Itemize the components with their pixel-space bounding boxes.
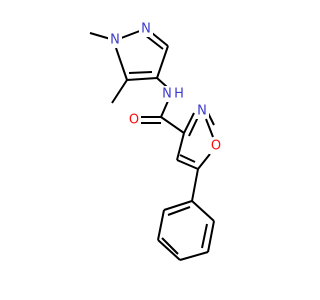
pyrazole-n2-label: N <box>141 22 151 37</box>
pyrazole-n1-label: N <box>110 33 120 48</box>
bond-c5-c4-double <box>179 154 196 163</box>
bond-amide-n-carbonyl-c <box>160 100 169 118</box>
bond-c5-c4 <box>176 159 199 170</box>
bond-ph-1-2 <box>191 200 215 222</box>
carbonyl-o-label: O <box>129 113 139 128</box>
isoxazole-n-bg <box>195 103 209 119</box>
bond-layer <box>89 28 215 261</box>
bond-n2-c3-double <box>144 34 164 50</box>
bond-o-c5 <box>197 153 211 170</box>
bond-ph-3-4 <box>179 251 209 261</box>
pyrazole-n2-bg <box>139 21 153 37</box>
bond-c3-n <box>183 112 195 134</box>
bond-ph-4-5 <box>157 239 181 261</box>
bond-c4-c5-double <box>128 71 153 74</box>
bond-c4-c5 <box>126 77 158 81</box>
bond-c5-n1 <box>115 47 128 81</box>
bond-ph-6-1 <box>163 200 193 211</box>
isoxazole-o-label: O <box>211 139 221 154</box>
bond-isoxazole-phenyl <box>191 168 199 202</box>
bond-ph-inner-c <box>167 206 191 216</box>
carbonyl-o-bg <box>127 112 141 128</box>
bond-ph-5-6 <box>157 209 165 241</box>
pyrazole-n1-bg <box>108 32 122 48</box>
amide-n-label: N <box>162 87 172 102</box>
isoxazole-o-bg <box>209 138 223 154</box>
bond-c4-c3 <box>176 132 185 161</box>
atom-label-layer: N N N H O N O <box>108 21 223 154</box>
isoxazole-n-label: N <box>197 104 207 119</box>
bond-carbonyl-isoxazole <box>160 116 185 134</box>
amide-nh-bg <box>159 86 187 102</box>
bond-c5-methyl <box>111 79 128 104</box>
bond-c4-amide-n <box>156 77 168 88</box>
bond-ph-inner-a <box>201 223 208 249</box>
bond-ph-2-3 <box>207 220 215 253</box>
amide-h-label: H <box>174 87 184 102</box>
bond-isoxazole-n-o <box>205 118 214 138</box>
bond-ph-inner-b <box>161 237 179 255</box>
molecule-structure: N N N H O N O <box>89 21 223 261</box>
bond-c3-c4 <box>156 45 169 79</box>
bond-c3-n-double <box>188 116 199 137</box>
